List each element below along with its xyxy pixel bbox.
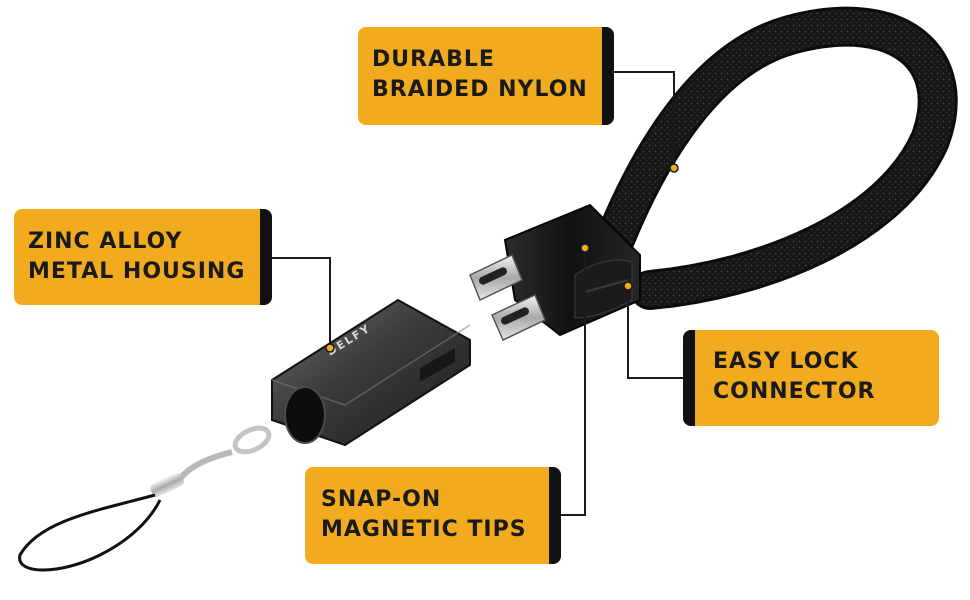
callout-tab [683, 330, 695, 426]
lanyard-strap [18, 425, 272, 572]
callout-easy-line1: EASY LOCK [713, 349, 859, 374]
callout-easy-line2: CONNECTOR [713, 379, 876, 404]
callout-durable-line1: DURABLE [372, 47, 495, 72]
callout-zinc-alloy-housing: ZINC ALLOY METAL HOUSING [14, 209, 272, 305]
usb-c-tip-lower [491, 293, 546, 342]
callout-snap-on-magnetic-tips: SNAP-ON MAGNETIC TIPS [305, 467, 561, 564]
braided-nylon-cable [585, 6, 958, 310]
usb-c-tip-upper [469, 253, 523, 302]
callout-tab [602, 27, 614, 125]
callout-tab [260, 209, 272, 305]
callout-zinc-line1: ZINC ALLOY [28, 229, 183, 254]
leader-lines [272, 71, 683, 516]
callout-durable-braided-nylon: DURABLE BRAIDED NYLON [358, 27, 614, 125]
callout-snap-line1: SNAP-ON [321, 487, 442, 512]
callout-easy-lock-connector: EASY LOCK CONNECTOR [683, 330, 939, 426]
zinc-alloy-housing: DELFY [271, 298, 471, 447]
callout-zinc-line2: METAL HOUSING [28, 259, 246, 284]
callout-durable-line2: BRAIDED NYLON [372, 77, 588, 102]
callout-tab [549, 467, 561, 564]
leader-dots [325, 163, 679, 353]
callout-snap-line2: MAGNETIC TIPS [321, 517, 527, 542]
